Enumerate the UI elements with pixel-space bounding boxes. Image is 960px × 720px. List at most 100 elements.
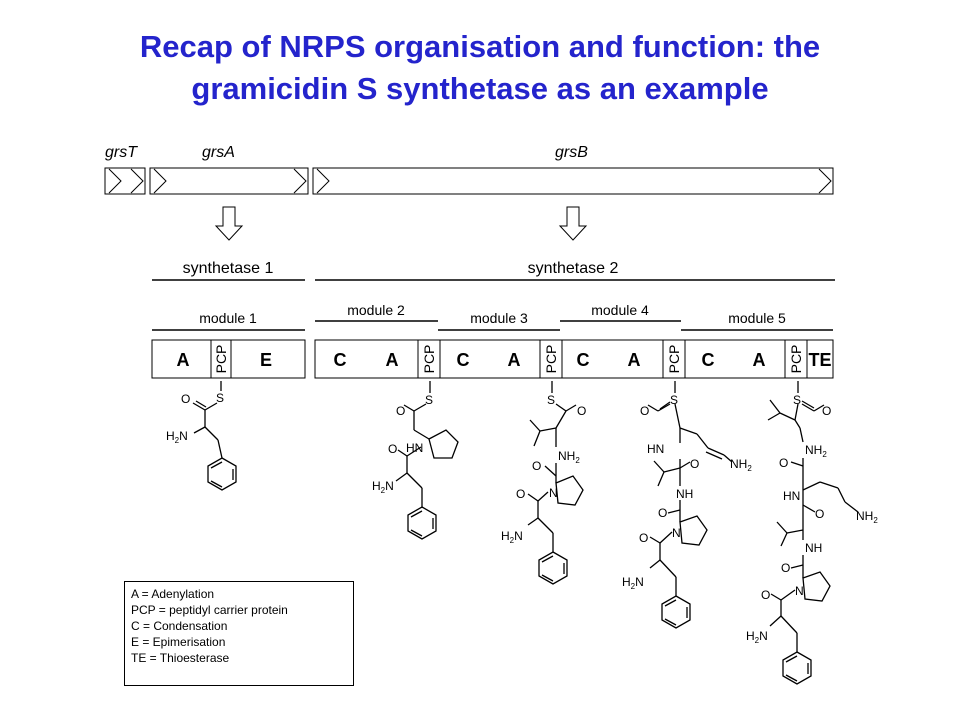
gene-arrow-grsa <box>149 167 309 195</box>
atom-nh: NH <box>856 509 873 523</box>
atom-o: O <box>761 588 770 602</box>
atom-n: N <box>179 429 188 443</box>
atom-nh2: NH2 <box>558 449 580 465</box>
synthetase-2-domains <box>314 339 834 379</box>
domain-a: A <box>386 350 399 370</box>
gene-label-grst: grsT <box>105 144 138 161</box>
atom-o: O <box>658 506 667 520</box>
atom-h: H <box>501 529 510 543</box>
atom-h2n: H2N <box>372 479 394 495</box>
atom-sub-2: 2 <box>175 436 180 445</box>
atom-h: H <box>166 429 175 443</box>
legend-item-c: C = Condensation <box>131 619 228 633</box>
atom-hn: HN <box>783 489 800 503</box>
atom-sub-2: 2 <box>510 536 515 545</box>
atom-sub-2: 2 <box>755 636 760 645</box>
domain-pcp: PCP <box>213 345 229 374</box>
domain-c: C <box>702 350 715 370</box>
atom-h2n: H2N <box>746 629 768 645</box>
domain-c: C <box>334 350 347 370</box>
atom-sub-2: 2 <box>631 582 636 591</box>
atom-sub-2: 2 <box>381 486 386 495</box>
atom-o: O <box>388 442 397 456</box>
down-arrow-icon <box>214 206 244 241</box>
atom-s: S <box>547 393 555 407</box>
atom-n: N <box>759 629 768 643</box>
atom-h: H <box>746 629 755 643</box>
domain-te: TE <box>808 350 831 370</box>
atom-n: N <box>514 529 523 543</box>
page-title: Recap of NRPS organisation and function:… <box>0 26 960 110</box>
structure-phe-thioester <box>192 381 237 491</box>
atom-n: N <box>549 486 558 500</box>
legend-item-pcp: PCP = peptidyl carrier protein <box>131 603 288 617</box>
atom-nh: NH <box>558 449 575 463</box>
structure-phe-pro-val-thioester <box>527 381 584 585</box>
synthetase-1-label: synthetase 1 <box>183 260 274 277</box>
atom-o: O <box>822 404 831 418</box>
atom-o: O <box>396 404 405 418</box>
legend-item-te: TE = Thioesterase <box>131 651 230 665</box>
atom-n: N <box>635 575 644 589</box>
domain-e: E <box>260 350 272 370</box>
gene-label-grsa: grsA <box>202 144 235 161</box>
atom-sub-2: 2 <box>822 450 827 459</box>
title-line-2: gramicidin S synthetase as an example <box>191 71 769 106</box>
atom-nh2: NH2 <box>805 443 827 459</box>
synthetase-2-label: synthetase 2 <box>528 260 619 277</box>
module-3-label: module 3 <box>470 310 528 326</box>
atom-o: O <box>181 392 190 406</box>
gene-arrow-grst <box>104 167 146 195</box>
atom-h2n: H2N <box>501 529 523 545</box>
atom-sub-2: 2 <box>747 464 752 473</box>
atom-nh2: NH2 <box>730 457 752 473</box>
atom-hn: HN <box>647 442 664 456</box>
atom-o: O <box>779 456 788 470</box>
atom-h2n: H2N <box>622 575 644 591</box>
domain-a: A <box>753 350 766 370</box>
title-line-1: Recap of NRPS organisation and function:… <box>139 29 821 64</box>
atom-n: N <box>385 479 394 493</box>
domain-pcp: PCP <box>666 345 682 374</box>
atom-o: O <box>577 404 586 418</box>
domain-a: A <box>177 350 190 370</box>
atom-s: S <box>425 393 433 407</box>
structure-pentapeptide-thioester <box>767 381 859 685</box>
domain-pcp: PCP <box>543 345 559 374</box>
legend-item-e: E = Epimerisation <box>131 635 226 649</box>
atom-s: S <box>670 393 678 407</box>
atom-sub-2: 2 <box>873 516 878 525</box>
atom-o: O <box>640 404 649 418</box>
atom-nh: NH <box>730 457 747 471</box>
atom-s: S <box>216 391 224 405</box>
atom-o: O <box>532 459 541 473</box>
domain-pcp: PCP <box>788 345 804 374</box>
domain-pcp: PCP <box>421 345 437 374</box>
atom-n: N <box>795 584 804 598</box>
module-4-label: module 4 <box>591 302 649 318</box>
domain-c: C <box>577 350 590 370</box>
atom-o: O <box>690 457 699 471</box>
atom-sub-2: 2 <box>575 456 580 465</box>
gene-arrow-grsb <box>312 167 834 195</box>
atom-hn: HN <box>406 441 423 455</box>
gene-label-grsb: grsB <box>555 144 588 161</box>
atom-o: O <box>639 531 648 545</box>
legend-box: A = Adenylation PCP = peptidyl carrier p… <box>124 581 354 686</box>
atom-nh2: NH2 <box>856 509 878 525</box>
atom-nh: NH <box>676 487 693 501</box>
module-5-label: module 5 <box>728 310 786 326</box>
atom-nh: NH <box>805 443 822 457</box>
atom-h2n: H2N <box>166 429 188 445</box>
structure-phe-pro-thioester <box>395 381 459 540</box>
atom-o: O <box>516 487 525 501</box>
module-1-label: module 1 <box>199 310 257 326</box>
atom-n: N <box>672 526 681 540</box>
structure-phe-pro-val-orn-thioester <box>647 381 733 629</box>
domain-a: A <box>628 350 641 370</box>
atom-o: O <box>815 507 824 521</box>
domain-c: C <box>457 350 470 370</box>
domain-a: A <box>508 350 521 370</box>
down-arrow-icon <box>558 206 588 241</box>
